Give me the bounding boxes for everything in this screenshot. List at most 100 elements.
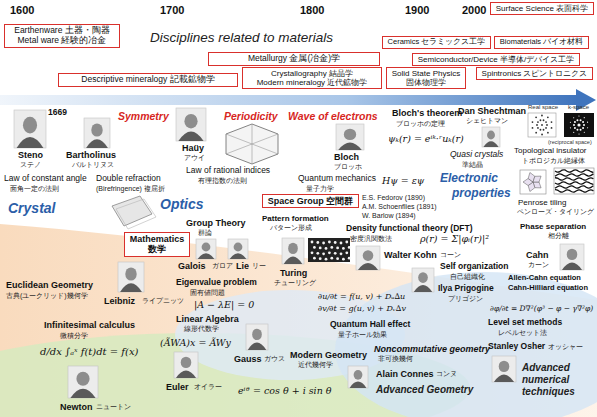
portrait-frame xyxy=(174,352,198,378)
portrait xyxy=(196,239,216,259)
real-space-picture xyxy=(528,113,556,137)
pattern-spot xyxy=(336,247,339,250)
discipline-box: Mathematics数学 xyxy=(124,232,190,257)
k-space-dot xyxy=(582,121,584,123)
pattern-spot xyxy=(342,258,345,261)
portrait xyxy=(336,124,364,150)
k-space-dot xyxy=(578,115,579,116)
pattern-spot xyxy=(340,242,343,245)
real-space-dot xyxy=(537,127,539,129)
text-label: Self organization xyxy=(440,262,508,272)
k-space-dot xyxy=(577,123,580,126)
portrait-head xyxy=(567,249,578,260)
real-space-dot xyxy=(547,132,549,134)
real-space-dot xyxy=(535,132,537,134)
pattern-spot xyxy=(340,252,343,255)
k-space-dot xyxy=(580,129,582,131)
pattern-spot xyxy=(345,241,348,244)
discipline-box: Space Group 空間群 xyxy=(262,194,359,208)
portrait-body xyxy=(176,370,196,378)
portrait-body xyxy=(70,389,95,398)
text-label: 相分離 xyxy=(548,232,569,240)
portrait-body xyxy=(483,141,498,147)
portrait xyxy=(228,239,248,259)
text-label: ブロッホ xyxy=(334,163,362,171)
penrose-picture xyxy=(520,170,546,194)
portrait-head xyxy=(125,267,136,280)
text-label: 線形代数学 xyxy=(184,325,219,333)
maze-stripe xyxy=(555,182,593,185)
text-label: 2000 xyxy=(462,4,486,17)
pattern-spot xyxy=(348,246,351,249)
portrait-body xyxy=(86,139,108,148)
pattern-spot xyxy=(336,257,339,260)
text-label: Wave of electrons xyxy=(288,110,378,122)
text-label: 有理指数の法則 xyxy=(198,177,247,185)
portrait-head xyxy=(184,114,197,129)
pattern-spot xyxy=(345,251,348,254)
portrait-body xyxy=(198,253,215,259)
box-text: Ceramics セラミックス工学 xyxy=(387,38,486,47)
k-space-dot xyxy=(573,117,574,118)
discipline-box: Surface Science 表面科学 xyxy=(490,2,594,15)
portrait-frame xyxy=(118,262,144,292)
text-label: Noncommutative geometry xyxy=(374,344,490,354)
text-label: ニュートン xyxy=(96,403,131,411)
text-label: 古典(ユークリッド)幾何学 xyxy=(6,292,88,300)
portrait xyxy=(482,127,500,147)
text-label: ステノ xyxy=(20,161,41,169)
text-label: Crystal xyxy=(8,200,55,216)
text-label: Steno xyxy=(18,150,43,160)
pattern-spot xyxy=(328,251,331,254)
text-label: Level set methods xyxy=(488,318,562,328)
text-label: Symmetry xyxy=(118,110,169,122)
text-label: 準結晶 xyxy=(462,161,483,169)
text-label: properties xyxy=(452,187,511,201)
discipline-box: Spintronics スピントロニクス xyxy=(476,67,593,80)
portrait xyxy=(176,108,206,141)
portrait xyxy=(348,366,368,388)
k-space-dot xyxy=(573,124,575,126)
box-text: Metal ware 経験的冶金 xyxy=(9,36,115,46)
box-text: Spintronics スピントロニクス xyxy=(481,69,588,78)
text-label: ψₖ(r) = eⁱᵏ·ʳuₖ(r) xyxy=(388,134,464,145)
portrait-frame xyxy=(412,268,434,292)
text-label: A.M. Schoenflies (1891) xyxy=(362,203,437,211)
k-space-dot xyxy=(574,127,576,129)
box-text: 数学 xyxy=(129,244,185,254)
real-space-dot xyxy=(551,121,553,123)
text-label: アウイ xyxy=(184,154,205,162)
portrait-frame xyxy=(560,244,584,270)
k-space-dot xyxy=(574,121,576,123)
text-label: Disciplines related to materials xyxy=(150,30,333,46)
text-label: Real space xyxy=(528,104,558,111)
discipline-box: Crystallography 結晶学Modern mineralogy 近代鉱… xyxy=(242,67,382,89)
portrait xyxy=(68,366,98,398)
text-label: シェヒトマン xyxy=(466,117,508,125)
discipline-box: Metallurgy 金属(冶金)学 xyxy=(208,52,380,66)
text-label: 微積分学 xyxy=(60,332,88,340)
portrait-body xyxy=(562,262,582,270)
pattern-spot xyxy=(322,242,325,245)
k-space-picture xyxy=(564,113,594,137)
text-label: 1669 xyxy=(48,108,67,118)
k-space-dot xyxy=(587,122,588,123)
text-label: |A − λE| = 0 xyxy=(194,300,254,311)
portrait xyxy=(412,268,434,292)
portrait-frame xyxy=(228,239,248,259)
portrait xyxy=(492,356,516,382)
pattern-spot xyxy=(330,257,333,260)
text-label: ρ(r) = Σ|φᵢ(r)|² xyxy=(420,234,489,245)
text-label: numerical xyxy=(522,374,569,386)
text-label: Eigenvalue problem xyxy=(176,278,257,288)
portrait-body xyxy=(494,374,514,382)
pattern-spot xyxy=(322,252,325,255)
text-label: E.S. Fedorov (1890) xyxy=(362,194,425,202)
text-label: Stanley Osher xyxy=(488,342,545,352)
text-label: Lie xyxy=(236,261,249,271)
real-space-dot xyxy=(540,129,542,131)
portrait-head xyxy=(363,250,374,261)
text-label: Allen-Cahn equation xyxy=(508,274,581,283)
discipline-box: Biomaterials バイオ材料 xyxy=(494,36,589,49)
